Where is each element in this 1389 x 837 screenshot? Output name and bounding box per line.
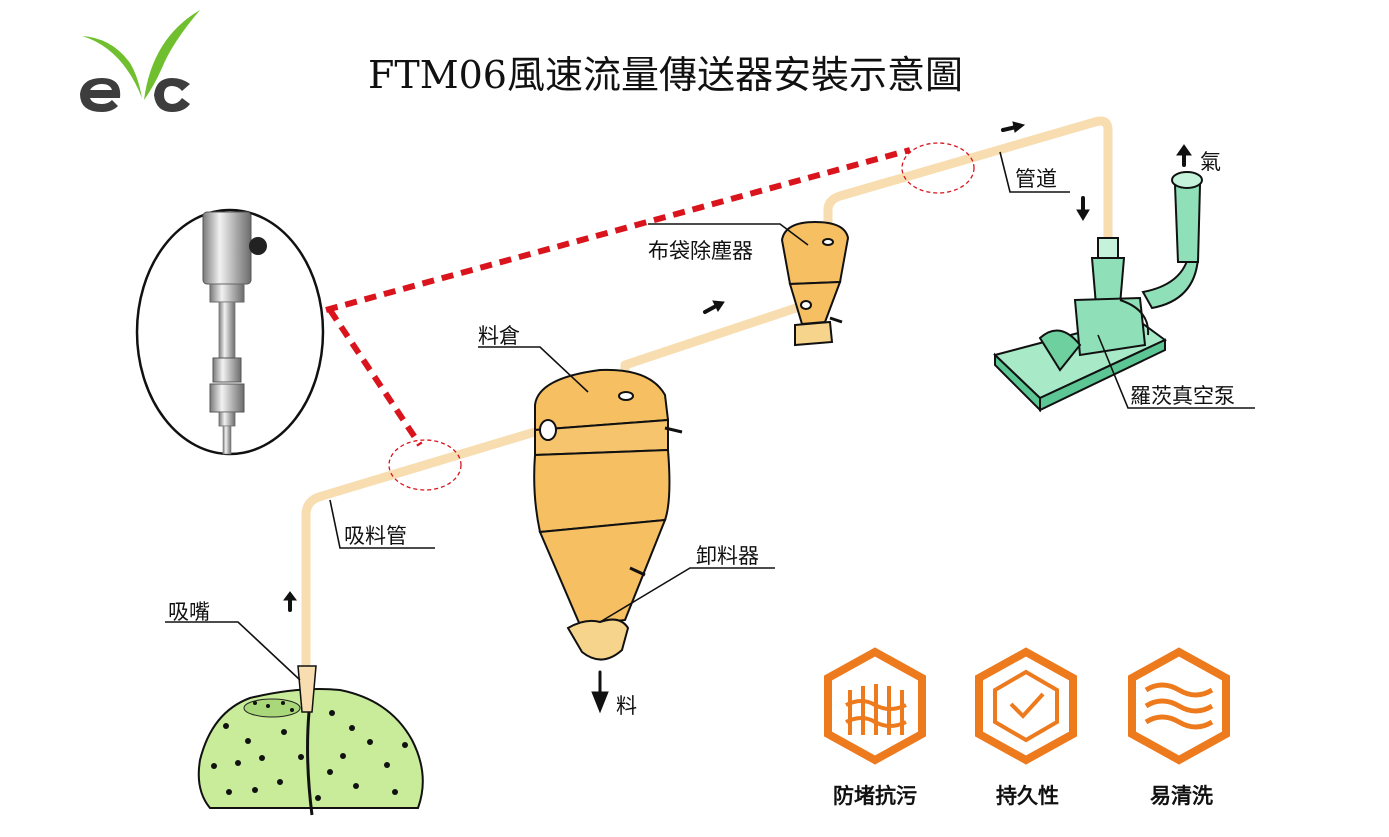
bag-filter-vessel: [780, 220, 850, 347]
leader-nozzle: [165, 621, 301, 681]
hopper-to-filter-pipe: [620, 300, 810, 377]
sensor-circle-top: [901, 142, 975, 194]
label-gas: 氣: [1200, 150, 1221, 174]
durability-icon: [975, 647, 1077, 765]
material-pile: [197, 665, 424, 816]
leader-suction-pipe: [329, 499, 435, 549]
label-hopper: 料倉: [478, 324, 520, 348]
sensor-circle-bottom: [388, 439, 462, 491]
dashed-line-top: [325, 147, 911, 313]
eyc-logo: [80, 10, 200, 112]
sensor-connector: [249, 237, 267, 255]
label-material: 料: [616, 694, 637, 718]
flow-arrows: [283, 121, 1192, 714]
leader-pump: [1097, 334, 1255, 409]
sensor-inset: [135, 208, 325, 456]
leader-discharger: [599, 567, 775, 623]
sensor-callout-lines: [325, 147, 911, 447]
page-title: FTM06風速流量傳送器安裝示意圖: [368, 53, 963, 97]
label-nozzle: 吸嘴: [168, 600, 210, 624]
vacuum-pump: [993, 171, 1203, 413]
label-suction-pipe: 吸料管: [344, 524, 407, 548]
dashed-line-bottom: [327, 308, 423, 447]
feature-label-anti-clog: 防堵抗污: [833, 784, 917, 808]
leader-lines: [165, 151, 1255, 681]
leader-hopper: [478, 346, 589, 393]
label-discharger: 卸料器: [696, 544, 759, 568]
suction-nozzle: [297, 665, 317, 713]
hopper-vessel: [533, 368, 683, 661]
filter-to-pump-pipe: [823, 116, 1113, 243]
suction-pipe-line: [301, 423, 553, 673]
sensor-location-circles: [388, 142, 975, 491]
easy-clean-icon: [1128, 647, 1230, 765]
anti-clog-icon: [824, 647, 926, 765]
label-vacuum-pump: 羅茨真空泵: [1130, 384, 1235, 408]
leader-bag-filter: [648, 223, 809, 246]
feature-label-easy-clean: 易清洗: [1150, 784, 1213, 808]
feature-label-durability: 持久性: [996, 784, 1059, 808]
label-pipe: 管道: [1015, 167, 1057, 191]
arrow-to-filter: [703, 304, 718, 314]
pipe-system: [301, 116, 1113, 673]
sensor-head: [202, 211, 252, 285]
leader-pipe: [999, 151, 1070, 193]
label-bag-filter: 布袋除塵器: [648, 239, 753, 263]
